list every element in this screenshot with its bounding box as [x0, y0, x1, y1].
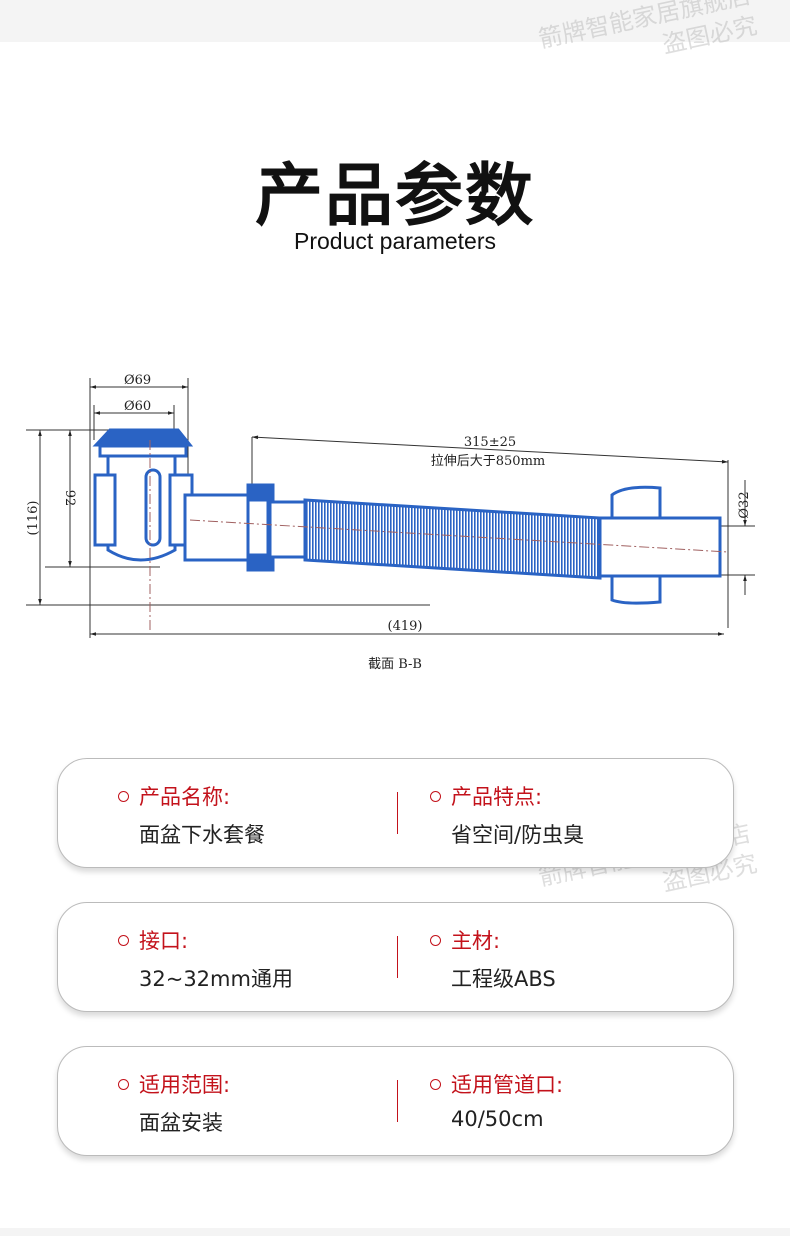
- dim-body-height: 92: [62, 490, 77, 507]
- circle-bullet-icon: [118, 790, 129, 802]
- circle-bullet-icon: [430, 1078, 441, 1090]
- divider: [397, 1080, 398, 1122]
- dim-total-length: (419): [388, 619, 423, 634]
- spec-card: 接口: 32~32mm通用 主材: 工程级ABS: [57, 902, 734, 1012]
- spec-label: 适用管道口:: [451, 1073, 564, 1097]
- bottom-band: [0, 1228, 790, 1236]
- drawing-caption: 截面 B-B: [368, 657, 422, 672]
- dim-hose-length: 315±25: [464, 435, 516, 450]
- circle-bullet-icon: [430, 790, 441, 802]
- dim-hose-note: 拉伸后大于850mm: [431, 454, 545, 469]
- circle-bullet-icon: [430, 934, 441, 946]
- page-subtitle: Product parameters: [294, 228, 496, 254]
- dim-total-height: (116): [26, 501, 41, 536]
- spec-value: 32~32mm通用: [139, 967, 293, 991]
- spec-label: 产品特点:: [451, 785, 543, 809]
- spec-value: 面盆下水套餐: [139, 823, 265, 847]
- spec-label: 适用范围:: [139, 1073, 231, 1097]
- spec-card: 适用范围: 面盆安装 适用管道口: 40/50cm: [57, 1046, 734, 1156]
- circle-bullet-icon: [118, 934, 129, 946]
- spec-label: 主材:: [451, 929, 501, 953]
- drain-trap: [92, 428, 722, 605]
- dim-inner-diameter: Ø60: [124, 399, 151, 414]
- spec-label: 接口:: [139, 929, 189, 953]
- spec-card: 产品名称: 面盆下水套餐 产品特点: 省空间/防虫臭: [57, 758, 734, 868]
- spec-value: 面盆安装: [139, 1111, 223, 1135]
- spec-value: 省空间/防虫臭: [451, 823, 585, 847]
- spec-label: 产品名称:: [139, 785, 231, 809]
- divider: [397, 936, 398, 978]
- dim-outer-diameter: Ø69: [124, 373, 151, 388]
- divider: [397, 792, 398, 834]
- page-title: 产品参数: [254, 157, 535, 236]
- dim-outlet-diameter: Ø32: [737, 491, 752, 518]
- circle-bullet-icon: [118, 1078, 129, 1090]
- spec-value: 40/50cm: [451, 1107, 544, 1131]
- top-band: [0, 0, 790, 42]
- cross-section-drawing: Ø69 Ø60 (116) 92 315±25 拉伸后大于850mm Ø32 (…: [26, 373, 755, 672]
- spec-value: 工程级ABS: [451, 967, 556, 991]
